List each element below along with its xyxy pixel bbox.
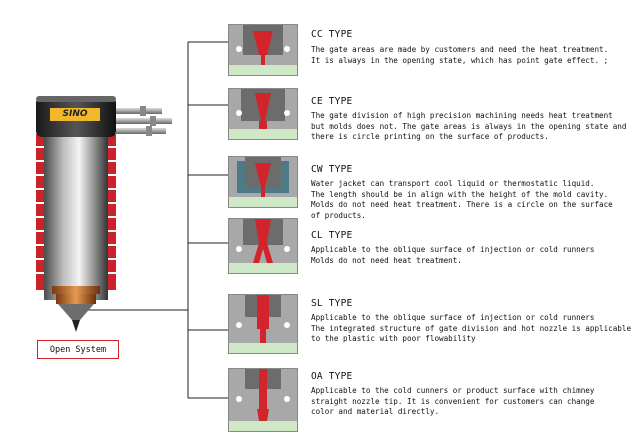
ce-type-thumbnail [228, 88, 298, 140]
cl-type-description: Applicable to the oblique surface of inj… [311, 245, 595, 265]
sl-type-thumbnail [228, 294, 298, 354]
ce-type-description: The gate division of high precision mach… [311, 111, 627, 142]
cl-type-thumbnail [228, 218, 298, 274]
open-system-label: Open System [37, 340, 119, 359]
cl-type-title: CL TYPE [311, 230, 353, 241]
ce-type-title: CE TYPE [311, 96, 353, 107]
cw-type-title: CW TYPE [311, 164, 353, 175]
cc-type-title: CC TYPE [311, 29, 353, 40]
sl-type-description: Applicable to the oblique surface of inj… [311, 313, 632, 344]
oa-type-title: OA TYPE [311, 371, 353, 382]
oa-type-description: Applicable to the cold cunners or produc… [311, 386, 595, 417]
sl-type-title: SL TYPE [311, 298, 353, 309]
cw-type-thumbnail [228, 156, 298, 208]
brand-logo: SINO [62, 109, 88, 119]
cw-type-description: Water jacket can transport cool liquid o… [311, 179, 613, 220]
cc-type-thumbnail [228, 24, 298, 76]
cc-type-description: The gate areas are made by customers and… [311, 45, 609, 65]
oa-type-thumbnail [228, 368, 298, 432]
